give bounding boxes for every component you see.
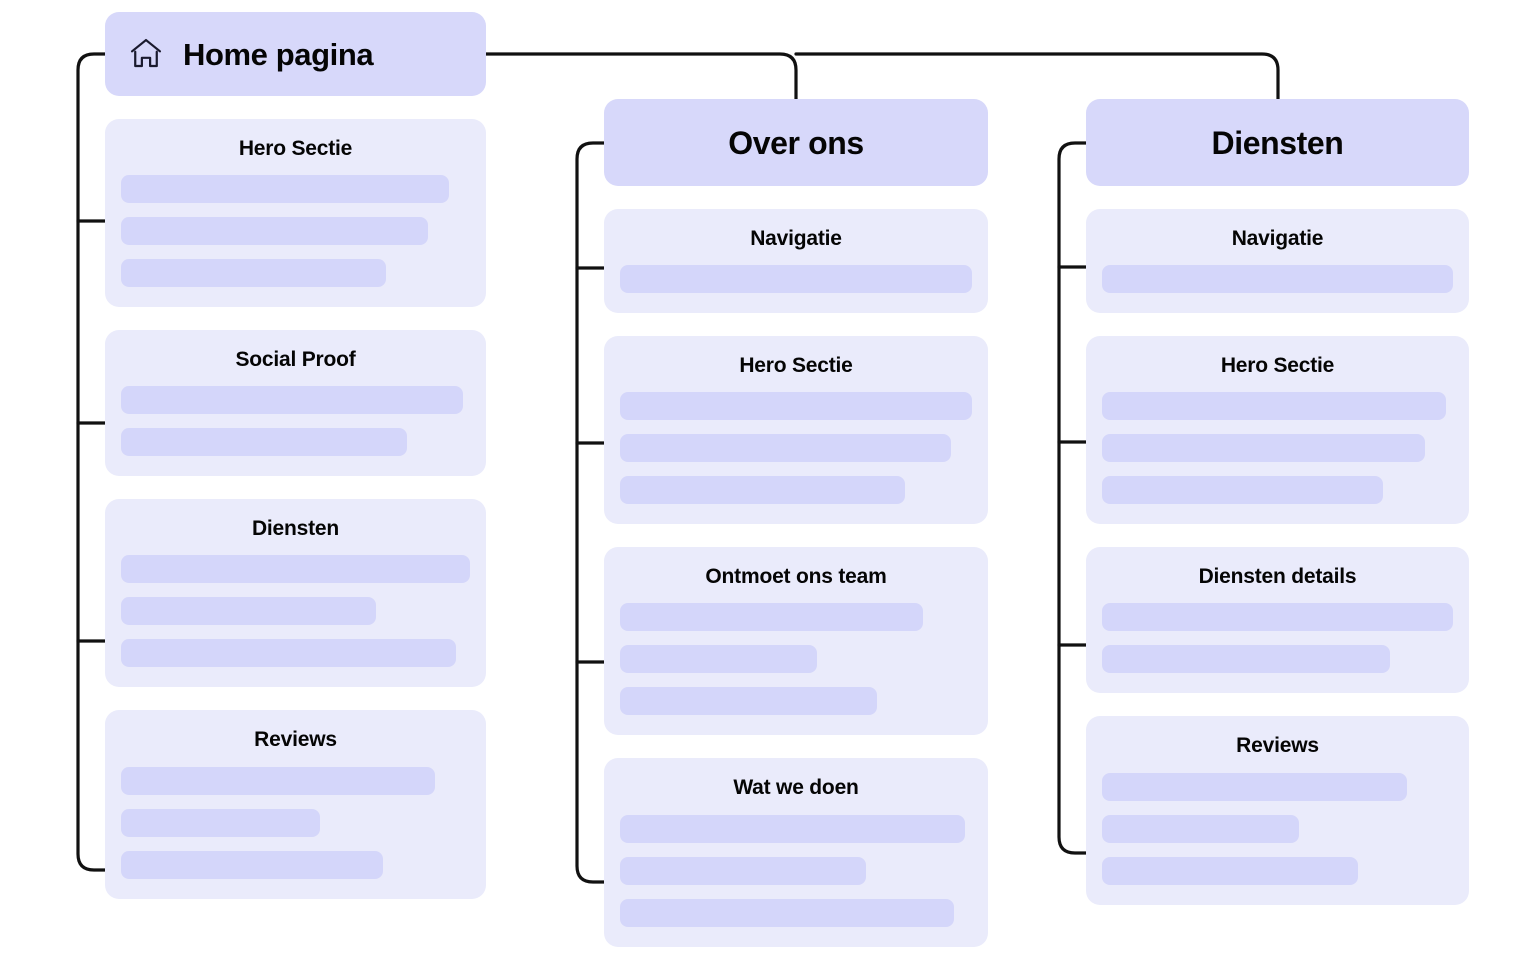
page-title-diensten: Diensten [1211, 124, 1344, 161]
placeholder-bar [1102, 434, 1425, 463]
connector-home-to-diensten [794, 52, 1280, 101]
placeholder-bar [620, 265, 972, 294]
placeholder-bar [121, 428, 408, 457]
section-card-reviews[interactable]: Reviews [105, 710, 486, 899]
connector-home-to-over [484, 52, 798, 101]
section-title: Diensten details [1198, 565, 1357, 589]
section-title: Navigatie [750, 227, 842, 250]
section-title: Navigatie [1231, 227, 1324, 250]
placeholder-bar [121, 597, 376, 626]
placeholder-bar [121, 808, 320, 837]
placeholder-bar [620, 645, 818, 674]
connector-over-spine [575, 141, 606, 884]
placeholder-bar [620, 814, 965, 843]
placeholder-bar [620, 476, 906, 505]
section-card-wat-we-doen[interactable]: Wat we doen [604, 758, 988, 947]
placeholder-bars [121, 386, 470, 457]
placeholder-bar [121, 386, 464, 415]
placeholder-bar [1102, 603, 1453, 632]
placeholder-bar [121, 175, 450, 204]
placeholder-bar [121, 555, 470, 584]
placeholder-bar [620, 898, 955, 927]
placeholder-bar [1102, 476, 1383, 505]
section-card-diensten[interactable]: Diensten [105, 499, 486, 688]
section-title: Reviews [254, 728, 337, 752]
placeholder-bar [1102, 392, 1446, 421]
page-title-home: Home pagina [183, 36, 374, 72]
placeholder-bars [620, 265, 972, 294]
section-card-social-proof[interactable]: Social Proof [105, 330, 486, 477]
page-card-over-ons[interactable]: Over ons [604, 99, 988, 186]
section-title: Hero Sectie [238, 137, 353, 160]
placeholder-bars [1102, 772, 1453, 885]
placeholder-bar [121, 766, 436, 795]
section-card-hero-sectie[interactable]: Hero Sectie [604, 336, 988, 525]
connector-diensten-spine [1057, 141, 1088, 855]
column-diensten: Diensten Navigatie Hero Sectie Diensten … [1086, 99, 1469, 905]
section-card-hero-sectie[interactable]: Hero Sectie [1086, 336, 1469, 525]
placeholder-bar [121, 639, 457, 668]
column-home: Home pagina Hero Sectie Social Proof Die… [105, 12, 486, 899]
column-over-ons: Over ons Navigatie Hero Sectie Ontmoet o… [604, 99, 988, 947]
section-card-diensten-details[interactable]: Diensten details [1086, 547, 1469, 694]
placeholder-bar [1102, 645, 1390, 674]
page-card-home[interactable]: Home pagina [105, 12, 486, 96]
placeholder-bar [1102, 265, 1453, 294]
section-card-navigatie[interactable]: Navigatie [604, 209, 988, 314]
section-title: Hero Sectie [1220, 354, 1335, 378]
section-title: Diensten [251, 517, 340, 541]
section-card-reviews[interactable]: Reviews [1086, 716, 1469, 905]
placeholder-bar [1102, 814, 1299, 843]
section-title: Ontmoet ons team [705, 565, 887, 589]
placeholder-bar [121, 850, 383, 879]
placeholder-bars [121, 766, 470, 879]
section-card-navigatie[interactable]: Navigatie [1086, 209, 1469, 314]
placeholder-bar [121, 217, 429, 246]
page-title-over-ons: Over ons [728, 124, 864, 161]
placeholder-bars [620, 392, 972, 505]
section-card-ontmoet-ons-team[interactable]: Ontmoet ons team [604, 547, 988, 736]
section-title: Wat we doen [733, 776, 859, 800]
page-card-diensten[interactable]: Diensten [1086, 99, 1469, 186]
section-title: Hero Sectie [739, 354, 853, 378]
placeholder-bar [620, 603, 923, 632]
placeholder-bars [121, 555, 470, 668]
connector-home-spine [76, 52, 107, 872]
placeholder-bar [1102, 856, 1359, 885]
placeholder-bar [121, 259, 387, 288]
placeholder-bar [620, 392, 972, 421]
placeholder-bars [620, 814, 972, 927]
home-icon [127, 35, 165, 73]
placeholder-bars [121, 175, 470, 288]
placeholder-bars [1102, 392, 1453, 505]
placeholder-bar [620, 434, 951, 463]
placeholder-bars [620, 603, 972, 716]
placeholder-bar [620, 856, 867, 885]
placeholder-bars [1102, 265, 1453, 294]
placeholder-bar [1102, 772, 1408, 801]
placeholder-bar [620, 687, 877, 716]
section-card-hero-sectie[interactable]: Hero Sectie [105, 119, 486, 308]
placeholder-bars [1102, 603, 1453, 674]
section-title: Social Proof [235, 348, 356, 372]
section-title: Reviews [1236, 734, 1319, 758]
